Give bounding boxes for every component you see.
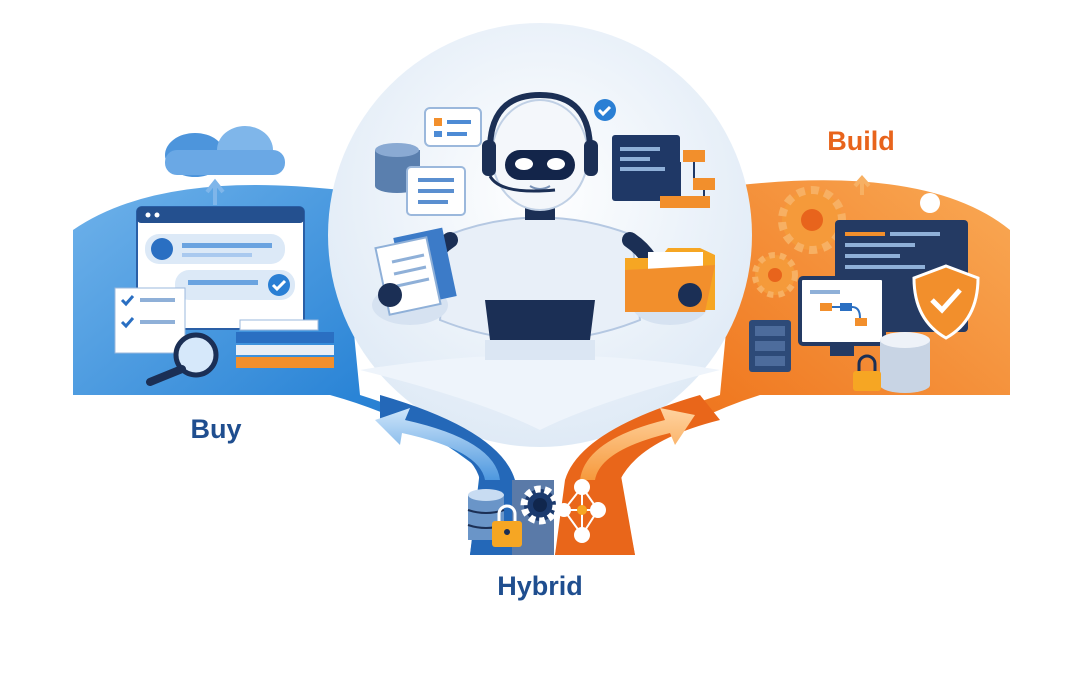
arrow-up-icon — [205, 178, 225, 205]
database-icon — [880, 332, 930, 393]
padlock-icon — [853, 354, 881, 391]
buy-label: Buy — [190, 414, 241, 444]
shield-check-icon — [912, 264, 980, 340]
network-icon — [557, 479, 606, 543]
checklist-icon — [406, 166, 466, 216]
flowchart-icon — [660, 150, 715, 208]
padlock-icon — [492, 504, 522, 547]
robot-hand-left — [378, 283, 402, 307]
chat-bubble-icon — [424, 107, 482, 147]
dot-decoration — [920, 193, 940, 213]
gear-icon — [778, 186, 846, 254]
arrow-up-icon — [853, 174, 871, 195]
cloud-icon — [165, 126, 285, 177]
headset-icon — [482, 91, 598, 193]
hybrid-label: Hybrid — [497, 571, 583, 601]
build-label: Build — [827, 126, 895, 156]
books-icon — [236, 319, 334, 368]
server-rack-icon — [749, 320, 791, 372]
robot-hand-right — [678, 283, 702, 307]
check-badge-icon — [594, 99, 616, 121]
gear-icon — [520, 485, 560, 525]
gear-icon — [752, 252, 798, 298]
magnifier-icon — [146, 332, 219, 386]
monitor-icon — [798, 276, 886, 356]
center-funnel — [360, 355, 720, 430]
code-window-icon — [612, 135, 680, 201]
arrow-icon — [580, 408, 695, 480]
checklist-icon — [114, 287, 186, 354]
arrow-icon — [375, 408, 500, 480]
